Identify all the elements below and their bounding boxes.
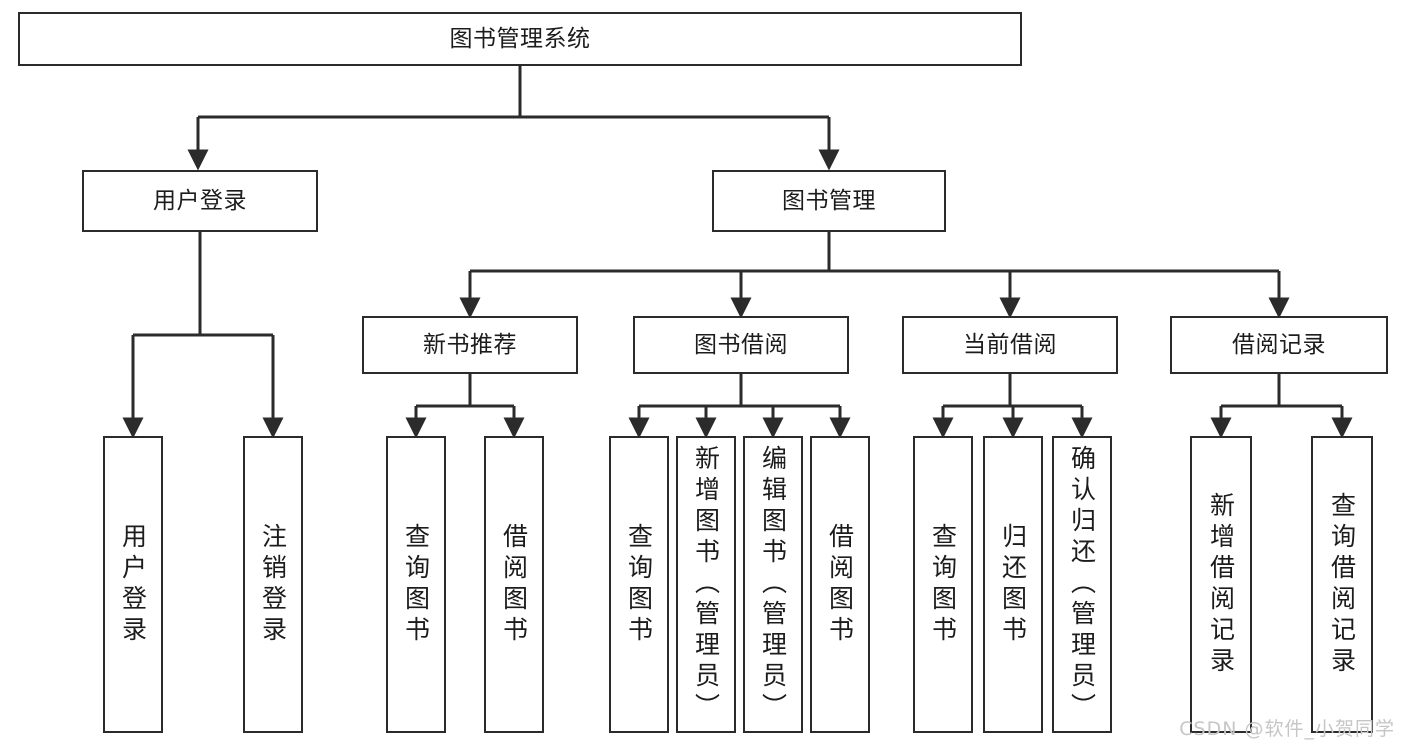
- node-leaf-add-book-admin-label: 新增图书（管理员）: [691, 445, 721, 724]
- node-leaf-confirm-return-admin-label: 确认归还（管理员）: [1067, 445, 1097, 724]
- node-book-borrow-label: 图书借阅: [694, 331, 788, 358]
- node-leaf-borrow-book[interactable]: 借阅图书: [810, 436, 870, 733]
- node-leaf-add-borrow-record[interactable]: 新增借阅记录: [1190, 436, 1252, 733]
- node-book-manage[interactable]: 图书管理: [712, 170, 946, 232]
- node-current-borrow-label: 当前借阅: [963, 331, 1057, 358]
- node-leaf-logout-login[interactable]: 注销登录: [243, 436, 303, 733]
- node-leaf-user-login[interactable]: 用户登录: [103, 436, 163, 733]
- node-book-borrow[interactable]: 图书借阅: [633, 316, 849, 374]
- node-leaf-user-login-label: 用户登录: [118, 522, 148, 647]
- node-book-manage-label: 图书管理: [782, 187, 876, 214]
- node-leaf-confirm-return-admin[interactable]: 确认归还（管理员）: [1052, 436, 1112, 733]
- node-leaf-query-book-borrow[interactable]: 查询图书: [609, 436, 669, 733]
- node-leaf-edit-book-admin-label: 编辑图书（管理员）: [758, 445, 788, 724]
- node-leaf-query-book-borrow-label: 查询图书: [624, 522, 654, 647]
- node-leaf-logout-login-label: 注销登录: [258, 522, 288, 647]
- node-borrow-record[interactable]: 借阅记录: [1170, 316, 1388, 374]
- node-current-borrow[interactable]: 当前借阅: [902, 316, 1118, 374]
- node-leaf-edit-book-admin[interactable]: 编辑图书（管理员）: [743, 436, 803, 733]
- node-new-book-recommend[interactable]: 新书推荐: [362, 316, 578, 374]
- node-leaf-add-borrow-record-label: 新增借阅记录: [1206, 491, 1236, 678]
- node-leaf-borrow-book-rec-label: 借阅图书: [499, 522, 529, 647]
- node-leaf-borrow-book-label: 借阅图书: [825, 522, 855, 647]
- node-leaf-query-book-rec-label: 查询图书: [401, 522, 431, 647]
- node-root-label: 图书管理系统: [449, 25, 591, 52]
- node-leaf-return-book[interactable]: 归还图书: [983, 436, 1043, 733]
- node-leaf-query-borrow-record[interactable]: 查询借阅记录: [1311, 436, 1373, 733]
- csdn-watermark: CSDN @软件_小贺同学: [1179, 718, 1395, 740]
- node-leaf-return-book-label: 归还图书: [998, 522, 1028, 647]
- node-leaf-query-book-current[interactable]: 查询图书: [913, 436, 973, 733]
- node-leaf-query-book-current-label: 查询图书: [928, 522, 958, 647]
- node-borrow-record-label: 借阅记录: [1232, 331, 1326, 358]
- node-user-login[interactable]: 用户登录: [82, 170, 318, 232]
- node-new-book-recommend-label: 新书推荐: [423, 331, 517, 358]
- node-user-login-label: 用户登录: [153, 187, 247, 214]
- node-root[interactable]: 图书管理系统: [18, 12, 1022, 66]
- node-leaf-query-book-rec[interactable]: 查询图书: [386, 436, 446, 733]
- node-leaf-add-book-admin[interactable]: 新增图书（管理员）: [676, 436, 736, 733]
- node-leaf-borrow-book-rec[interactable]: 借阅图书: [484, 436, 544, 733]
- node-leaf-query-borrow-record-label: 查询借阅记录: [1327, 491, 1357, 678]
